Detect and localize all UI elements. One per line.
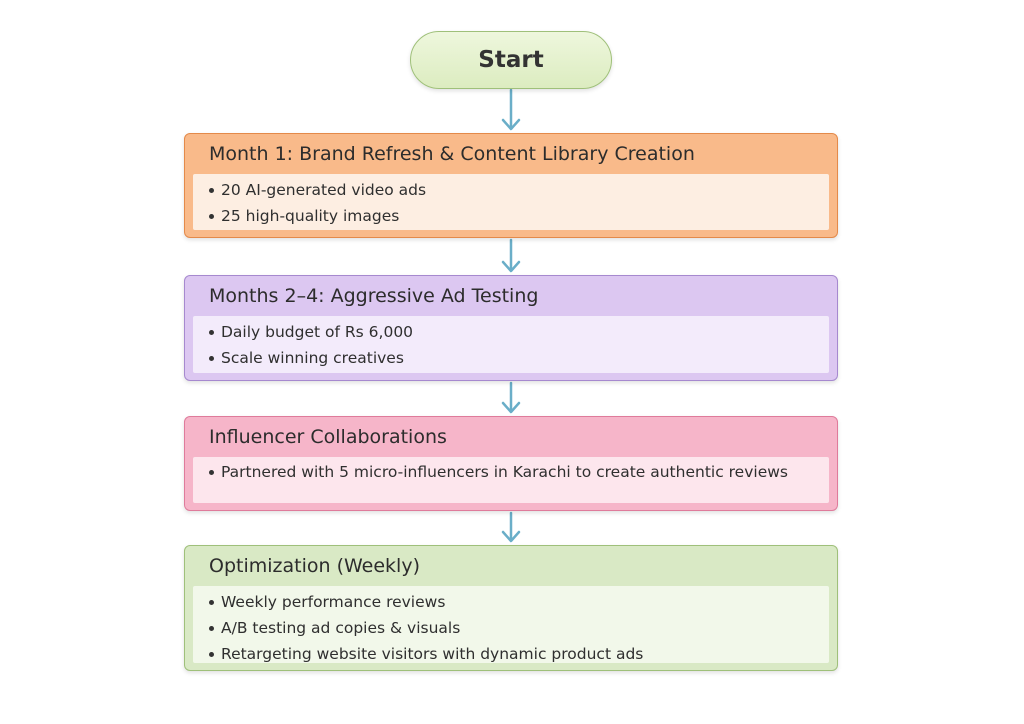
list-item: Daily budget of Rs 6,000 [207, 319, 817, 345]
step-optimization: Optimization (Weekly) Weekly performance… [184, 545, 838, 671]
arrow-influencer-to-optimization [501, 511, 521, 543]
arrow-month1-to-months2-4 [501, 238, 521, 273]
list-item: A/B testing ad copies & visuals [207, 615, 817, 641]
step-month1-title: Month 1: Brand Refresh & Content Library… [209, 143, 695, 165]
list-item: Weekly performance reviews [207, 589, 817, 615]
step-month1-details: 20 AI-generated video ads 25 high-qualit… [193, 174, 829, 230]
arrow-months2-4-to-influencer [501, 381, 521, 414]
step-optimization-details: Weekly performance reviews A/B testing a… [193, 586, 829, 663]
step-influencer: Influencer Collaborations Partnered with… [184, 416, 838, 511]
start-label: Start [478, 47, 544, 73]
step-optimization-title: Optimization (Weekly) [209, 555, 420, 577]
list-item: 20 AI-generated video ads [207, 177, 817, 203]
start-node: Start [410, 31, 612, 89]
step-months2-4-title: Months 2–4: Aggressive Ad Testing [209, 285, 539, 307]
step-month1: Month 1: Brand Refresh & Content Library… [184, 133, 838, 238]
arrow-start-to-month1 [501, 88, 521, 131]
list-item: Partnered with 5 micro-influencers in Ka… [207, 461, 817, 483]
list-item: Retargeting website visitors with dynami… [207, 641, 817, 667]
step-months2-4-details: Daily budget of Rs 6,000 Scale winning c… [193, 316, 829, 373]
step-influencer-details: Partnered with 5 micro-influencers in Ka… [193, 457, 829, 503]
step-months2-4: Months 2–4: Aggressive Ad Testing Daily … [184, 275, 838, 381]
step-influencer-title: Influencer Collaborations [209, 426, 447, 448]
list-item: 25 high-quality images [207, 203, 817, 229]
list-item: Scale winning creatives [207, 345, 817, 371]
